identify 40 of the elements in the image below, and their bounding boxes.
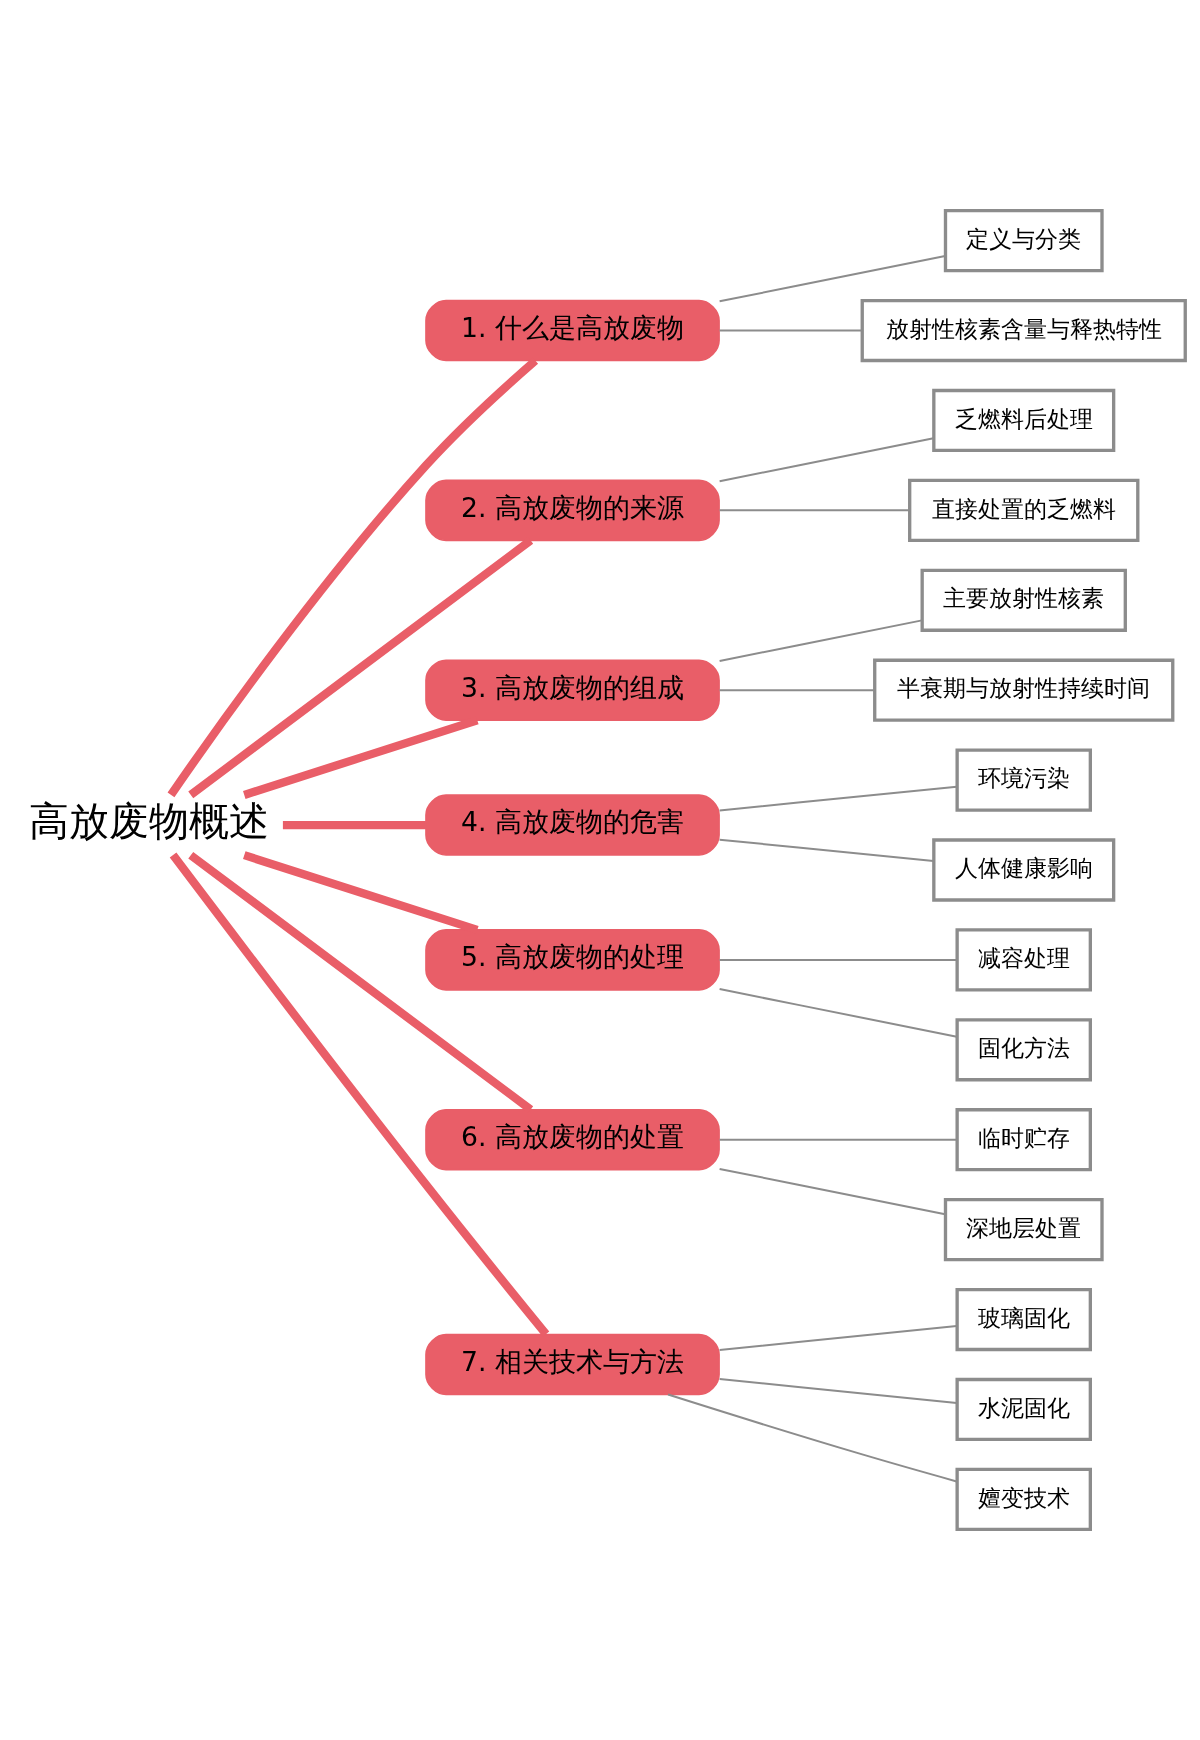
node-box: 减容处理: [955, 928, 1092, 992]
connector: [718, 255, 947, 303]
node-box: 7. 相关技术与方法: [425, 1333, 720, 1396]
node-box: 放射性核素含量与释热特性: [860, 298, 1187, 363]
node-box: 临时贮存: [955, 1108, 1092, 1172]
connector: [718, 1138, 958, 1141]
connector: [718, 785, 958, 812]
connector: [718, 838, 935, 863]
connector: [169, 852, 550, 1337]
connector: [718, 988, 958, 1038]
connector: [718, 958, 958, 961]
connector: [282, 820, 426, 830]
node-box: 直接处置的乏燃料: [908, 478, 1140, 542]
node-text: 高放废物概述: [28, 798, 269, 845]
connector: [718, 437, 935, 483]
connector: [718, 1325, 958, 1351]
connector: [667, 1393, 958, 1483]
node-box: 2. 高放废物的来源: [425, 479, 720, 542]
node-box: 4. 高放废物的危害: [425, 794, 720, 856]
node-box: 1. 什么是高放废物: [425, 299, 720, 362]
node-box: 固化方法: [955, 1018, 1092, 1082]
node-box: 乏燃料后处理: [932, 388, 1116, 453]
node-box: 半衰期与放射性持续时间: [873, 658, 1175, 722]
node-box: 6. 高放废物的处置: [425, 1108, 720, 1171]
node-box: 人体健康影响: [932, 838, 1116, 902]
connector: [718, 1378, 958, 1404]
node-box: 深地层处置: [943, 1198, 1104, 1262]
node-box: 嬗变技术: [955, 1467, 1092, 1531]
connector: [718, 1167, 947, 1216]
node-box: 主要放射性核素: [920, 568, 1127, 632]
node-box: 水泥固化: [955, 1377, 1092, 1442]
node-box: 玻璃固化: [955, 1287, 1092, 1352]
node-box: 定义与分类: [943, 209, 1104, 273]
node-box: 3. 高放废物的组成: [425, 659, 720, 721]
connector: [718, 509, 911, 512]
connector: [718, 689, 876, 692]
node-box: 5. 高放废物的处理: [425, 929, 720, 991]
connector: [718, 329, 863, 332]
connector: [718, 619, 923, 662]
node-box: 环境污染: [955, 748, 1092, 812]
